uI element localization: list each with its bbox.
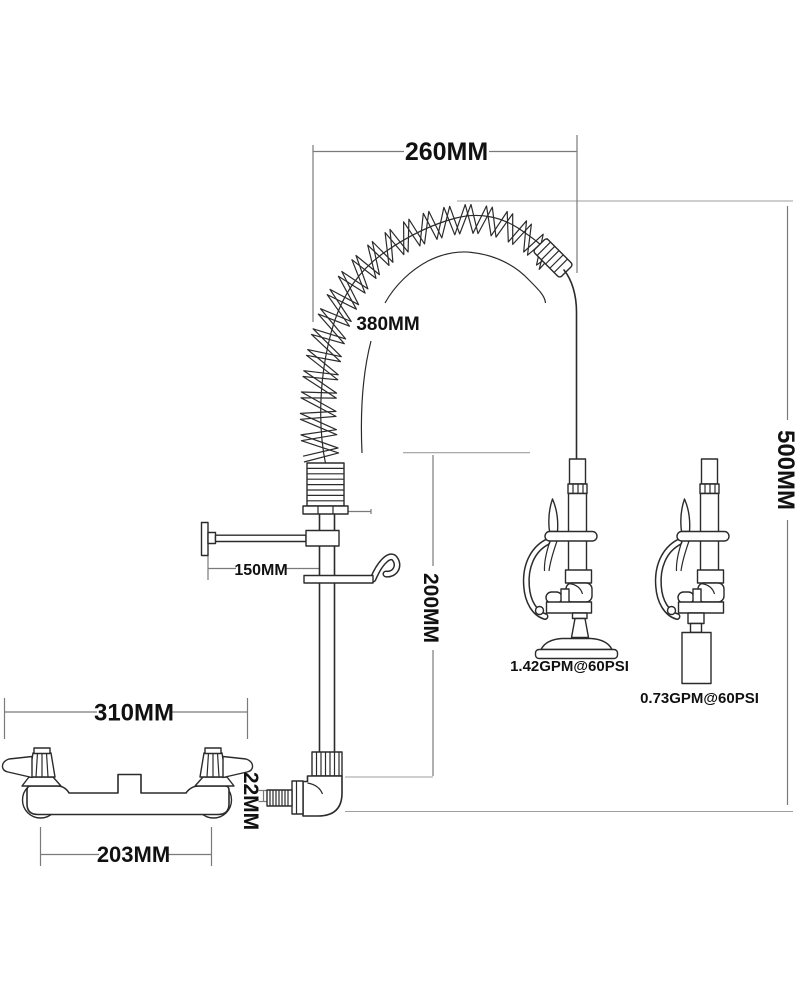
coil-spring-shadow bbox=[299, 203, 556, 457]
wall-bracket bbox=[200, 521, 340, 557]
hose-arc-lower bbox=[360, 340, 372, 454]
faucet-body-bar bbox=[26, 773, 230, 816]
right-valve-neck bbox=[194, 776, 235, 787]
left-handle-lever bbox=[1, 755, 33, 779]
spring-base-tick bbox=[346, 509, 372, 514]
hanger-hook bbox=[303, 553, 401, 584]
dim-label-260mm: 260MM bbox=[405, 138, 488, 166]
hang-ring-flange bbox=[544, 530, 598, 542]
right-bonnet bbox=[199, 747, 227, 778]
spray-head-flat-face bbox=[522, 458, 619, 660]
dim-label-310mm: 310MM bbox=[94, 700, 174, 727]
valve-body bbox=[564, 569, 593, 584]
riser-assembly bbox=[200, 513, 401, 817]
riser-pipe bbox=[318, 513, 336, 753]
flow-label-cylinder-head: 0.73GPM@60PSI bbox=[640, 690, 759, 707]
flow-label-flat-head: 1.42GPM@60PSI bbox=[510, 658, 629, 675]
spring-base-connector bbox=[302, 462, 349, 515]
dim-label-200mm: 200MM bbox=[419, 573, 442, 643]
handle-pivot bbox=[666, 605, 677, 616]
pre-rinse-hose-assembly bbox=[299, 203, 578, 515]
hose-end-nozzle bbox=[533, 238, 573, 278]
wall-mount-faucet-body bbox=[1, 747, 254, 819]
dimension-lines bbox=[3, 135, 789, 866]
dim-310mm bbox=[3, 698, 249, 739]
left-valve-neck bbox=[21, 776, 62, 787]
dim-260mm bbox=[312, 135, 578, 322]
reference-lines bbox=[345, 200, 793, 813]
bracket-arm bbox=[214, 534, 307, 543]
coil-core-arc bbox=[320, 214, 553, 467]
dim-label-22mm: 22MM bbox=[239, 772, 262, 830]
elbow-flange bbox=[291, 780, 304, 815]
flat-spray-face bbox=[540, 637, 613, 651]
cylinder-outlet bbox=[681, 631, 712, 685]
hose-drop-line bbox=[563, 269, 578, 460]
squeeze-lever bbox=[548, 498, 559, 533]
squeeze-lever bbox=[680, 498, 691, 533]
valve-body bbox=[696, 569, 725, 584]
pipe-clamp bbox=[305, 529, 340, 547]
wall-flange bbox=[200, 521, 209, 557]
dim-label-203mm: 203MM bbox=[97, 842, 170, 867]
left-bonnet bbox=[28, 747, 56, 778]
dimension-labels: 260MM 380MM 500MM 200MM 150MM 310MM 203M… bbox=[94, 138, 799, 867]
handle-pivot bbox=[534, 605, 545, 616]
dim-label-380mm: 380MM bbox=[356, 314, 419, 335]
dim-label-500mm: 500MM bbox=[772, 430, 799, 510]
dim-150mm bbox=[207, 556, 320, 580]
hang-ring-flange bbox=[676, 530, 730, 542]
spray-head-cylinder bbox=[654, 458, 730, 685]
elbow-body bbox=[302, 775, 343, 817]
coil-spring bbox=[299, 204, 556, 463]
dim-label-150mm: 150MM bbox=[234, 562, 287, 579]
supply-elbow bbox=[266, 751, 343, 817]
right-handle-lever bbox=[222, 755, 254, 779]
hose-arc-upper bbox=[384, 251, 547, 304]
dim-203mm bbox=[39, 827, 213, 866]
